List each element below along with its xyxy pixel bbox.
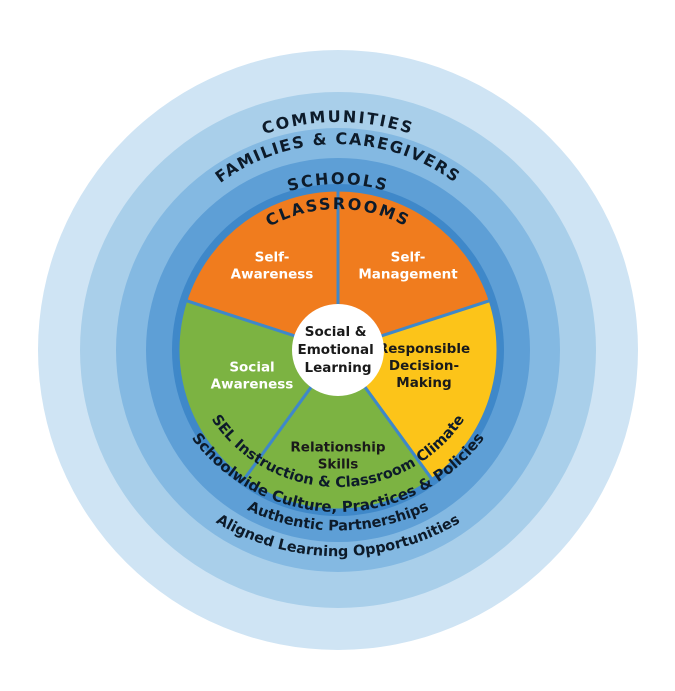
competency-labels: Self-Awareness Self-ManagementResponsible… — [211, 250, 470, 473]
wedge-self-awareness — [183, 188, 340, 353]
center-label: Social & Emotional Learning — [298, 324, 379, 376]
wedge-relationship-skills — [241, 347, 435, 512]
label-self-management: Self-Management — [358, 250, 458, 283]
label-self-awareness: Self-Awareness — [231, 250, 314, 283]
center-circle — [292, 304, 384, 396]
wedge-self-management — [336, 188, 493, 353]
